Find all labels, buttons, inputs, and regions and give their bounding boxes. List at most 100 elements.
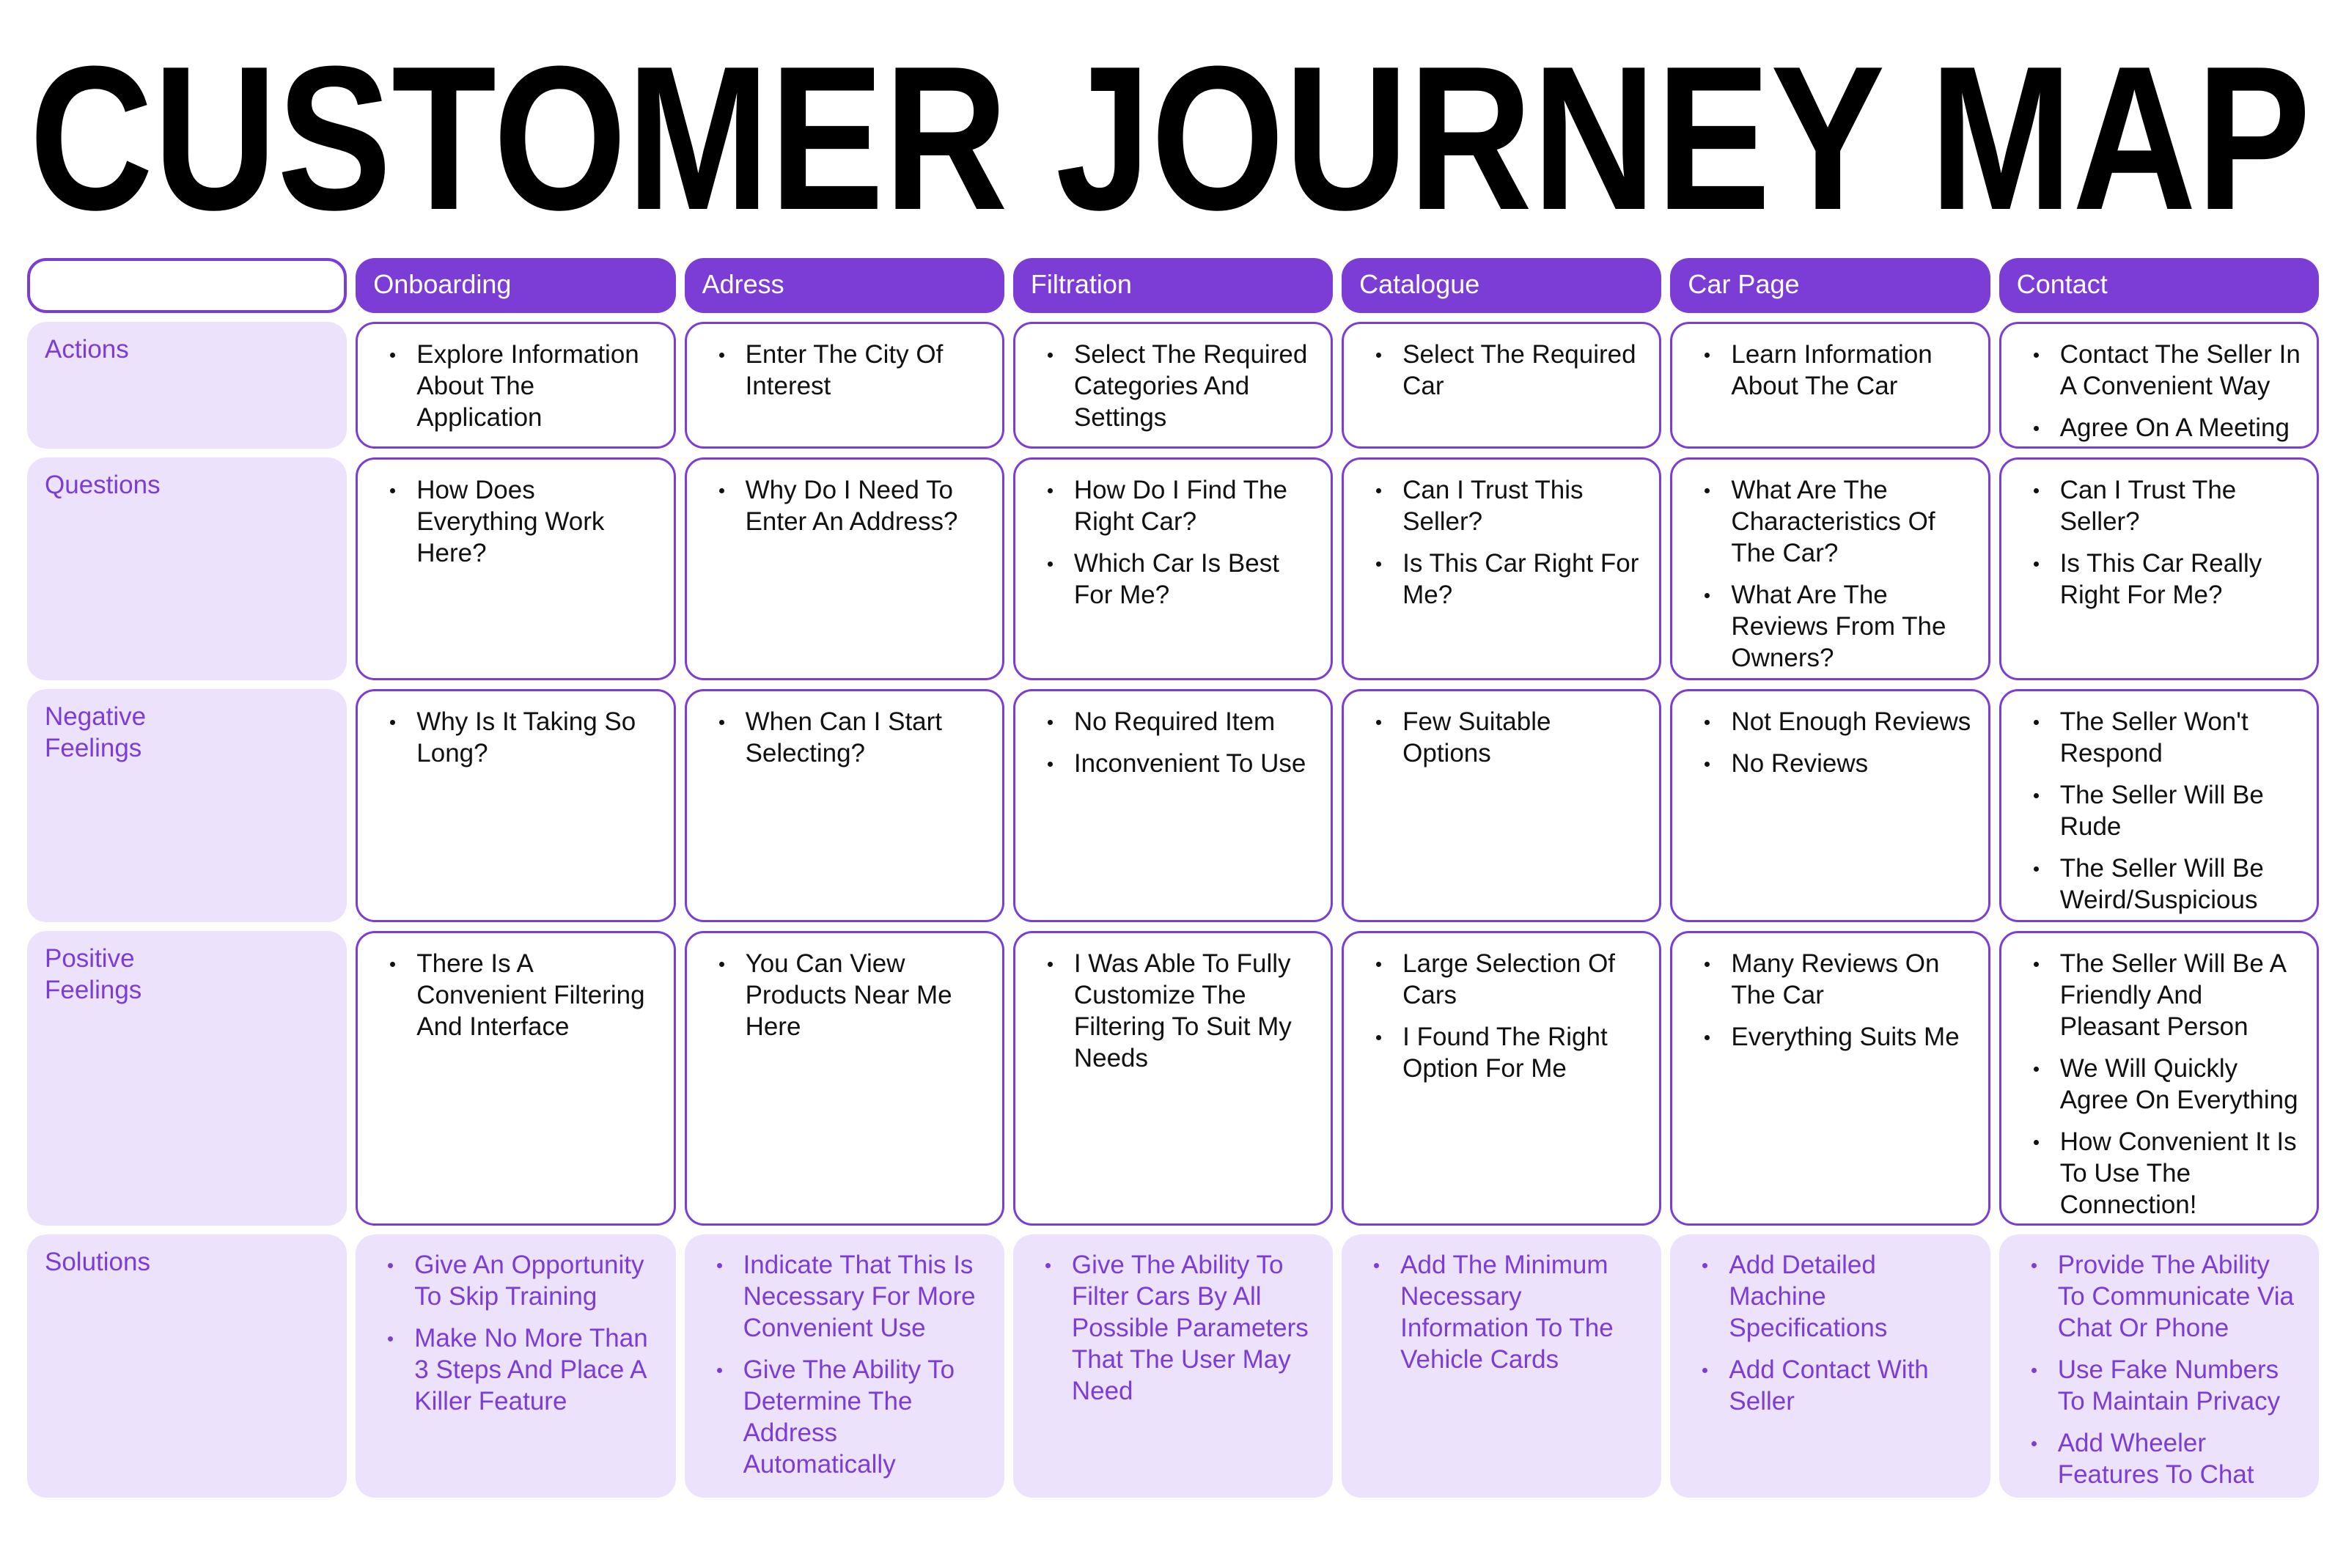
stage-header-onboarding: Onboarding xyxy=(356,258,676,313)
bullet-list: There Is A Convenient Filtering And Inte… xyxy=(374,948,657,1042)
row-label-actions: Actions xyxy=(27,322,348,449)
list-item: Many Reviews On The Car xyxy=(1688,948,1971,1011)
map-cell: The Seller Will Be A Friendly And Pleasa… xyxy=(1998,931,2319,1226)
list-item: Give An Opportunity To Skip Training xyxy=(372,1249,659,1312)
stage-header-adress: Adress xyxy=(684,258,1004,313)
map-cell: Select The Required Categories And Setti… xyxy=(1012,322,1334,449)
bullet-list: Why Is It Taking So Long? xyxy=(374,706,657,769)
row-label-questions: Questions xyxy=(27,457,348,680)
list-item: Can I Trust The Seller? xyxy=(2018,474,2301,537)
map-cell: Can I Trust This Seller? Is This Car Righ… xyxy=(1342,457,1662,680)
bullet-list: Can I Trust The Seller? Is This Car Reall… xyxy=(2018,474,2301,611)
list-item: Add Contact With Seller xyxy=(1686,1354,1974,1417)
list-item: Indicate That This Is Necessary For More… xyxy=(701,1249,988,1344)
list-item: The Seller Will Be Rude xyxy=(2018,779,2301,842)
map-cell: Not Enough Reviews No Reviews xyxy=(1670,689,1990,922)
map-cell: Indicate That This Is Necessary For More… xyxy=(684,1234,1004,1498)
page-title: CUSTOMER JOURNEY MAP xyxy=(29,44,2311,227)
bullet-list: How Do I Find The Right Car? Which Car Is… xyxy=(1032,474,1314,611)
list-item: The Seller Will Be Weird/Suspicious xyxy=(2018,853,2301,916)
map-cell: Give The Ability To Filter Cars By All P… xyxy=(1012,1234,1334,1498)
list-item: Which Car Is Best For Me? xyxy=(1032,548,1314,611)
map-cell: How Does Everything Work Here? xyxy=(356,457,676,680)
bullet-list: How Does Everything Work Here? xyxy=(374,474,657,569)
list-item: How Do I Find The Right Car? xyxy=(1032,474,1314,537)
map-cell: Provide The Ability To Communicate Via C… xyxy=(1998,1234,2319,1498)
bullet-list: Indicate That This Is Necessary For More… xyxy=(701,1249,988,1480)
list-item: Provide The Ability To Communicate Via C… xyxy=(2015,1249,2303,1344)
row-label-solutions: Solutions xyxy=(27,1234,348,1498)
list-item: I Found The Right Option For Me xyxy=(1360,1021,1643,1084)
list-item: How Convenient It Is To Use The Connecti… xyxy=(2018,1126,2301,1221)
bullet-list: Learn Information About The Car xyxy=(1688,339,1971,402)
bullet-list: Select The Required Categories And Setti… xyxy=(1032,339,1314,433)
bullet-list: Provide The Ability To Communicate Via C… xyxy=(2015,1249,2303,1490)
list-item: Everything Suits Me xyxy=(1688,1021,1971,1053)
list-item: When Can I Start Selecting? xyxy=(703,706,986,769)
list-item: Not Enough Reviews xyxy=(1688,706,1971,737)
list-item: How Does Everything Work Here? xyxy=(374,474,657,569)
list-item: The Seller Won't Respond xyxy=(2018,706,2301,769)
bullet-list: Give The Ability To Filter Cars By All P… xyxy=(1029,1249,1317,1407)
map-cell: What Are The Characteristics Of The Car?… xyxy=(1670,457,1990,680)
map-cell: Enter The City Of Interest xyxy=(684,322,1004,449)
bullet-list: Explore Information About The Applicatio… xyxy=(374,339,657,433)
bullet-list: Select The Required Car xyxy=(1360,339,1643,402)
stage-header-filtration: Filtration xyxy=(1012,258,1334,313)
bullet-list: Can I Trust This Seller? Is This Car Righ… xyxy=(1360,474,1643,611)
stage-header-contact: Contact xyxy=(1998,258,2319,313)
list-item: The Seller Will Be A Friendly And Pleasa… xyxy=(2018,948,2301,1042)
list-item: What Are The Reviews From The Owners? xyxy=(1688,579,1971,674)
list-item: Add Wheeler Features To Chat xyxy=(2015,1427,2303,1490)
list-item: Is This Car Right For Me? xyxy=(1360,548,1643,611)
list-item: Make No More Than 3 Steps And Place A Ki… xyxy=(372,1322,659,1417)
list-item: Learn Information About The Car xyxy=(1688,339,1971,402)
page-title-text: CUSTOMER JOURNEY MAP xyxy=(29,44,2311,227)
list-item: No Required Item xyxy=(1032,706,1314,737)
map-cell: Select The Required Car xyxy=(1342,322,1662,449)
list-item: Add The Minimum Necessary Information To… xyxy=(1358,1249,1645,1375)
list-item: Use Fake Numbers To Maintain Privacy xyxy=(2015,1354,2303,1417)
bullet-list: Why Do I Need To Enter An Address? xyxy=(703,474,986,537)
list-item: Can I Trust This Seller? xyxy=(1360,474,1643,537)
list-item: There Is A Convenient Filtering And Inte… xyxy=(374,948,657,1042)
list-item: Explore Information About The Applicatio… xyxy=(374,339,657,433)
list-item: Is This Car Really Right For Me? xyxy=(2018,548,2301,611)
map-cell: Learn Information About The Car xyxy=(1670,322,1990,449)
bullet-list: Few Suitable Options xyxy=(1360,706,1643,769)
bullet-list: Add The Minimum Necessary Information To… xyxy=(1358,1249,1645,1375)
row-label-positive-feelings: Positive Feelings xyxy=(27,931,348,1226)
map-cell: You Can View Products Near Me Here xyxy=(684,931,1004,1226)
list-item: No Reviews xyxy=(1688,748,1971,779)
map-cell: How Do I Find The Right Car? Which Car Is… xyxy=(1012,457,1334,680)
map-cell: There Is A Convenient Filtering And Inte… xyxy=(356,931,676,1226)
list-item: Add Detailed Machine Specifications xyxy=(1686,1249,1974,1344)
stage-header-car-page: Car Page xyxy=(1670,258,1990,313)
map-cell: Few Suitable Options xyxy=(1342,689,1662,922)
bullet-list: Enter The City Of Interest xyxy=(703,339,986,402)
list-item: Select The Required Categories And Setti… xyxy=(1032,339,1314,433)
map-cell: I Was Able To Fully Customize The Filter… xyxy=(1012,931,1334,1226)
stage-header-catalogue: Catalogue xyxy=(1342,258,1662,313)
bullet-list: Not Enough Reviews No Reviews xyxy=(1688,706,1971,779)
list-item: Contact The Seller In A Convenient Way xyxy=(2018,339,2301,402)
bullet-list: You Can View Products Near Me Here xyxy=(703,948,986,1042)
list-item: Enter The City Of Interest xyxy=(703,339,986,402)
map-cell: Add The Minimum Necessary Information To… xyxy=(1342,1234,1662,1498)
map-cell: Why Do I Need To Enter An Address? xyxy=(684,457,1004,680)
list-item: I Was Able To Fully Customize The Filter… xyxy=(1032,948,1314,1074)
row-label-negative-feelings: Negative Feelings xyxy=(27,689,348,922)
